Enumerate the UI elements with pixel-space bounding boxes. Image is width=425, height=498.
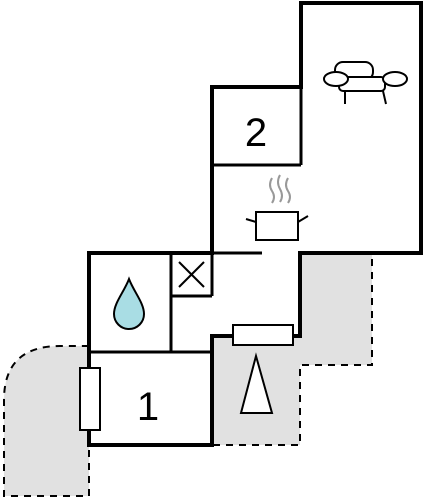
outer-walls	[87, 1, 423, 447]
water-drop-icon	[112, 276, 146, 330]
sofa-icon	[323, 61, 408, 105]
room-2-number: 2	[245, 111, 267, 155]
terrace-area-left	[3, 345, 90, 497]
entrance-arrow-icon	[239, 352, 274, 414]
cooking-pot-icon	[245, 174, 309, 241]
room-1-number: 1	[137, 385, 159, 429]
door-icon-hall	[232, 324, 294, 346]
door-icon	[79, 367, 101, 431]
stove-x-icon	[178, 261, 205, 288]
